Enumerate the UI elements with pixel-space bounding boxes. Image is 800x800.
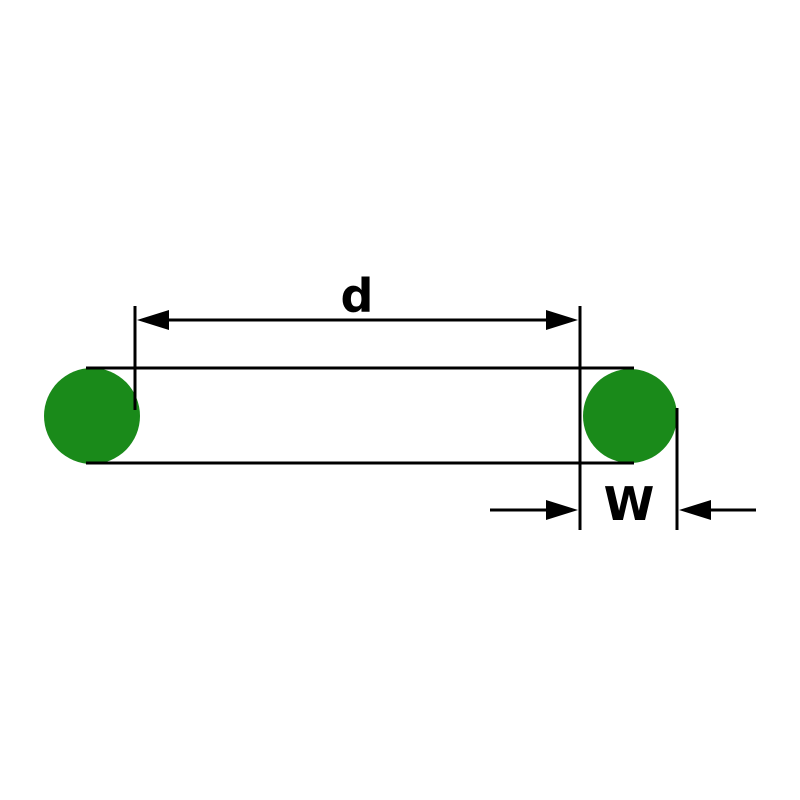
diagram-lines bbox=[86, 306, 756, 530]
oring-cross-section-left bbox=[44, 368, 140, 464]
dimension-w-label: W bbox=[604, 477, 655, 531]
dimension-d-left-arrowhead-icon bbox=[137, 310, 169, 330]
dimension-w-right-arrowhead-icon bbox=[679, 500, 711, 520]
dimension-d-right-arrowhead-icon bbox=[546, 310, 578, 330]
dimension-w-left-arrowhead-icon bbox=[546, 500, 578, 520]
dimension-d-label: d bbox=[341, 269, 374, 323]
oring-cross-section-right bbox=[583, 369, 677, 463]
diagram-arrowheads-and-labels: d W bbox=[137, 269, 711, 531]
